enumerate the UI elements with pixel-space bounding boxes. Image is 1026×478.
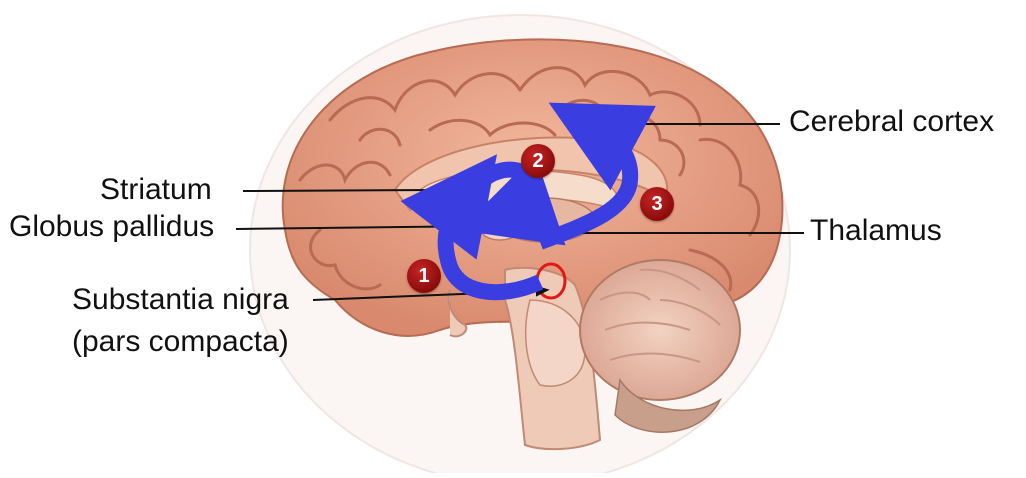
step-badge-1: 1 bbox=[407, 259, 441, 293]
label-cerebral-cortex: Cerebral cortex bbox=[789, 105, 994, 139]
label-thalamus: Thalamus bbox=[810, 214, 942, 248]
label-substantia-nigra: Substantia nigra bbox=[72, 283, 289, 317]
label-globus-pallidus: Globus pallidus bbox=[9, 210, 214, 244]
label-pars-compacta: (pars compacta) bbox=[72, 325, 289, 359]
cerebellum-shape bbox=[580, 260, 740, 400]
globus-pallidus-shape bbox=[480, 216, 520, 240]
label-striatum: Striatum bbox=[100, 173, 212, 207]
step-badge-2: 2 bbox=[521, 144, 555, 178]
step-badge-3: 3 bbox=[640, 187, 674, 221]
